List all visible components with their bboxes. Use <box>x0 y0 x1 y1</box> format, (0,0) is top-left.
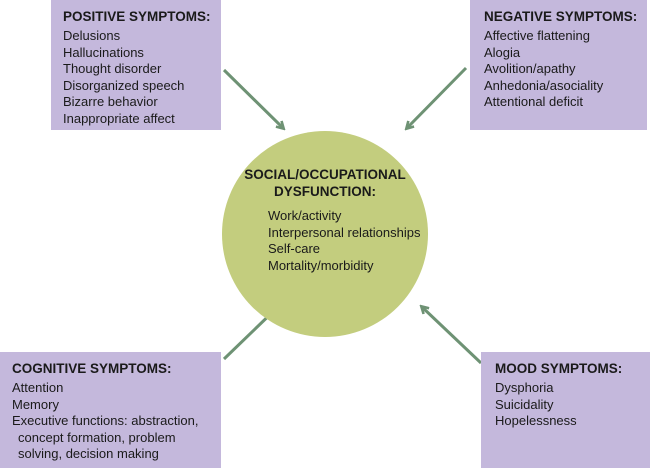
list-item: concept formation, problem <box>18 429 176 445</box>
list-item: Alogia <box>484 44 521 60</box>
list-item: Work/activity <box>268 208 342 223</box>
list-item: Bizarre behavior <box>63 94 158 109</box>
negative-symptoms-box: NEGATIVE SYMPTOMS: Affective flattening … <box>470 0 647 130</box>
negative-symptoms-title: NEGATIVE SYMPTOMS: <box>484 9 638 24</box>
mood-symptoms-title: MOOD SYMPTOMS: <box>495 361 623 376</box>
center-title-line: SOCIAL/OCCUPATIONAL <box>244 167 406 182</box>
list-item: Attentional deficit <box>484 94 584 109</box>
list-item: Hopelessness <box>495 413 577 428</box>
list-item: Suicidality <box>495 396 554 412</box>
center-title: SOCIAL/OCCUPATIONAL DYSFUNCTION: <box>222 167 428 200</box>
list-item: Avolition/apathy <box>484 61 576 76</box>
list-item: solving, decision making <box>18 446 159 461</box>
list-item: Thought disorder <box>63 61 162 76</box>
list-item: Self-care <box>268 241 321 256</box>
arrow-negative-to-center <box>407 66 468 128</box>
list-item: Memory <box>12 396 59 412</box>
list-item: Executive functions: abstraction, <box>12 413 199 428</box>
list-item: Anhedonia/asociality <box>484 77 604 93</box>
cognitive-symptoms-title: COGNITIVE SYMPTOMS: <box>12 361 172 376</box>
list-item: Disorganized speech <box>63 77 185 93</box>
positive-symptoms-box: POSITIVE SYMPTOMS: Delusions Hallucinati… <box>51 0 221 130</box>
list-item: Mortality/morbidity <box>268 257 374 273</box>
mood-symptoms-box: MOOD SYMPTOMS: Dysphoria Suicidality Hop… <box>481 352 650 468</box>
cognitive-symptoms-box: COGNITIVE SYMPTOMS: Attention Memory Exe… <box>0 352 221 468</box>
arrow-mood-to-center <box>422 307 483 365</box>
positive-symptoms-title: POSITIVE SYMPTOMS: <box>63 9 211 24</box>
center-title-line: DYSFUNCTION: <box>274 183 376 199</box>
arrow-positive-to-center <box>222 68 283 128</box>
center-list: Work/activity Interpersonal relationship… <box>268 208 420 274</box>
list-item: Affective flattening <box>484 28 590 43</box>
social-occupational-dysfunction-circle: SOCIAL/OCCUPATIONAL DYSFUNCTION: Work/ac… <box>222 131 428 337</box>
list-item: Dysphoria <box>495 380 554 395</box>
list-item: Hallucinations <box>63 44 144 60</box>
list-item: Inappropriate affect <box>63 110 175 126</box>
list-item: Interpersonal relationships <box>268 224 421 240</box>
list-item: Attention <box>12 380 64 395</box>
list-item: Delusions <box>63 28 121 43</box>
